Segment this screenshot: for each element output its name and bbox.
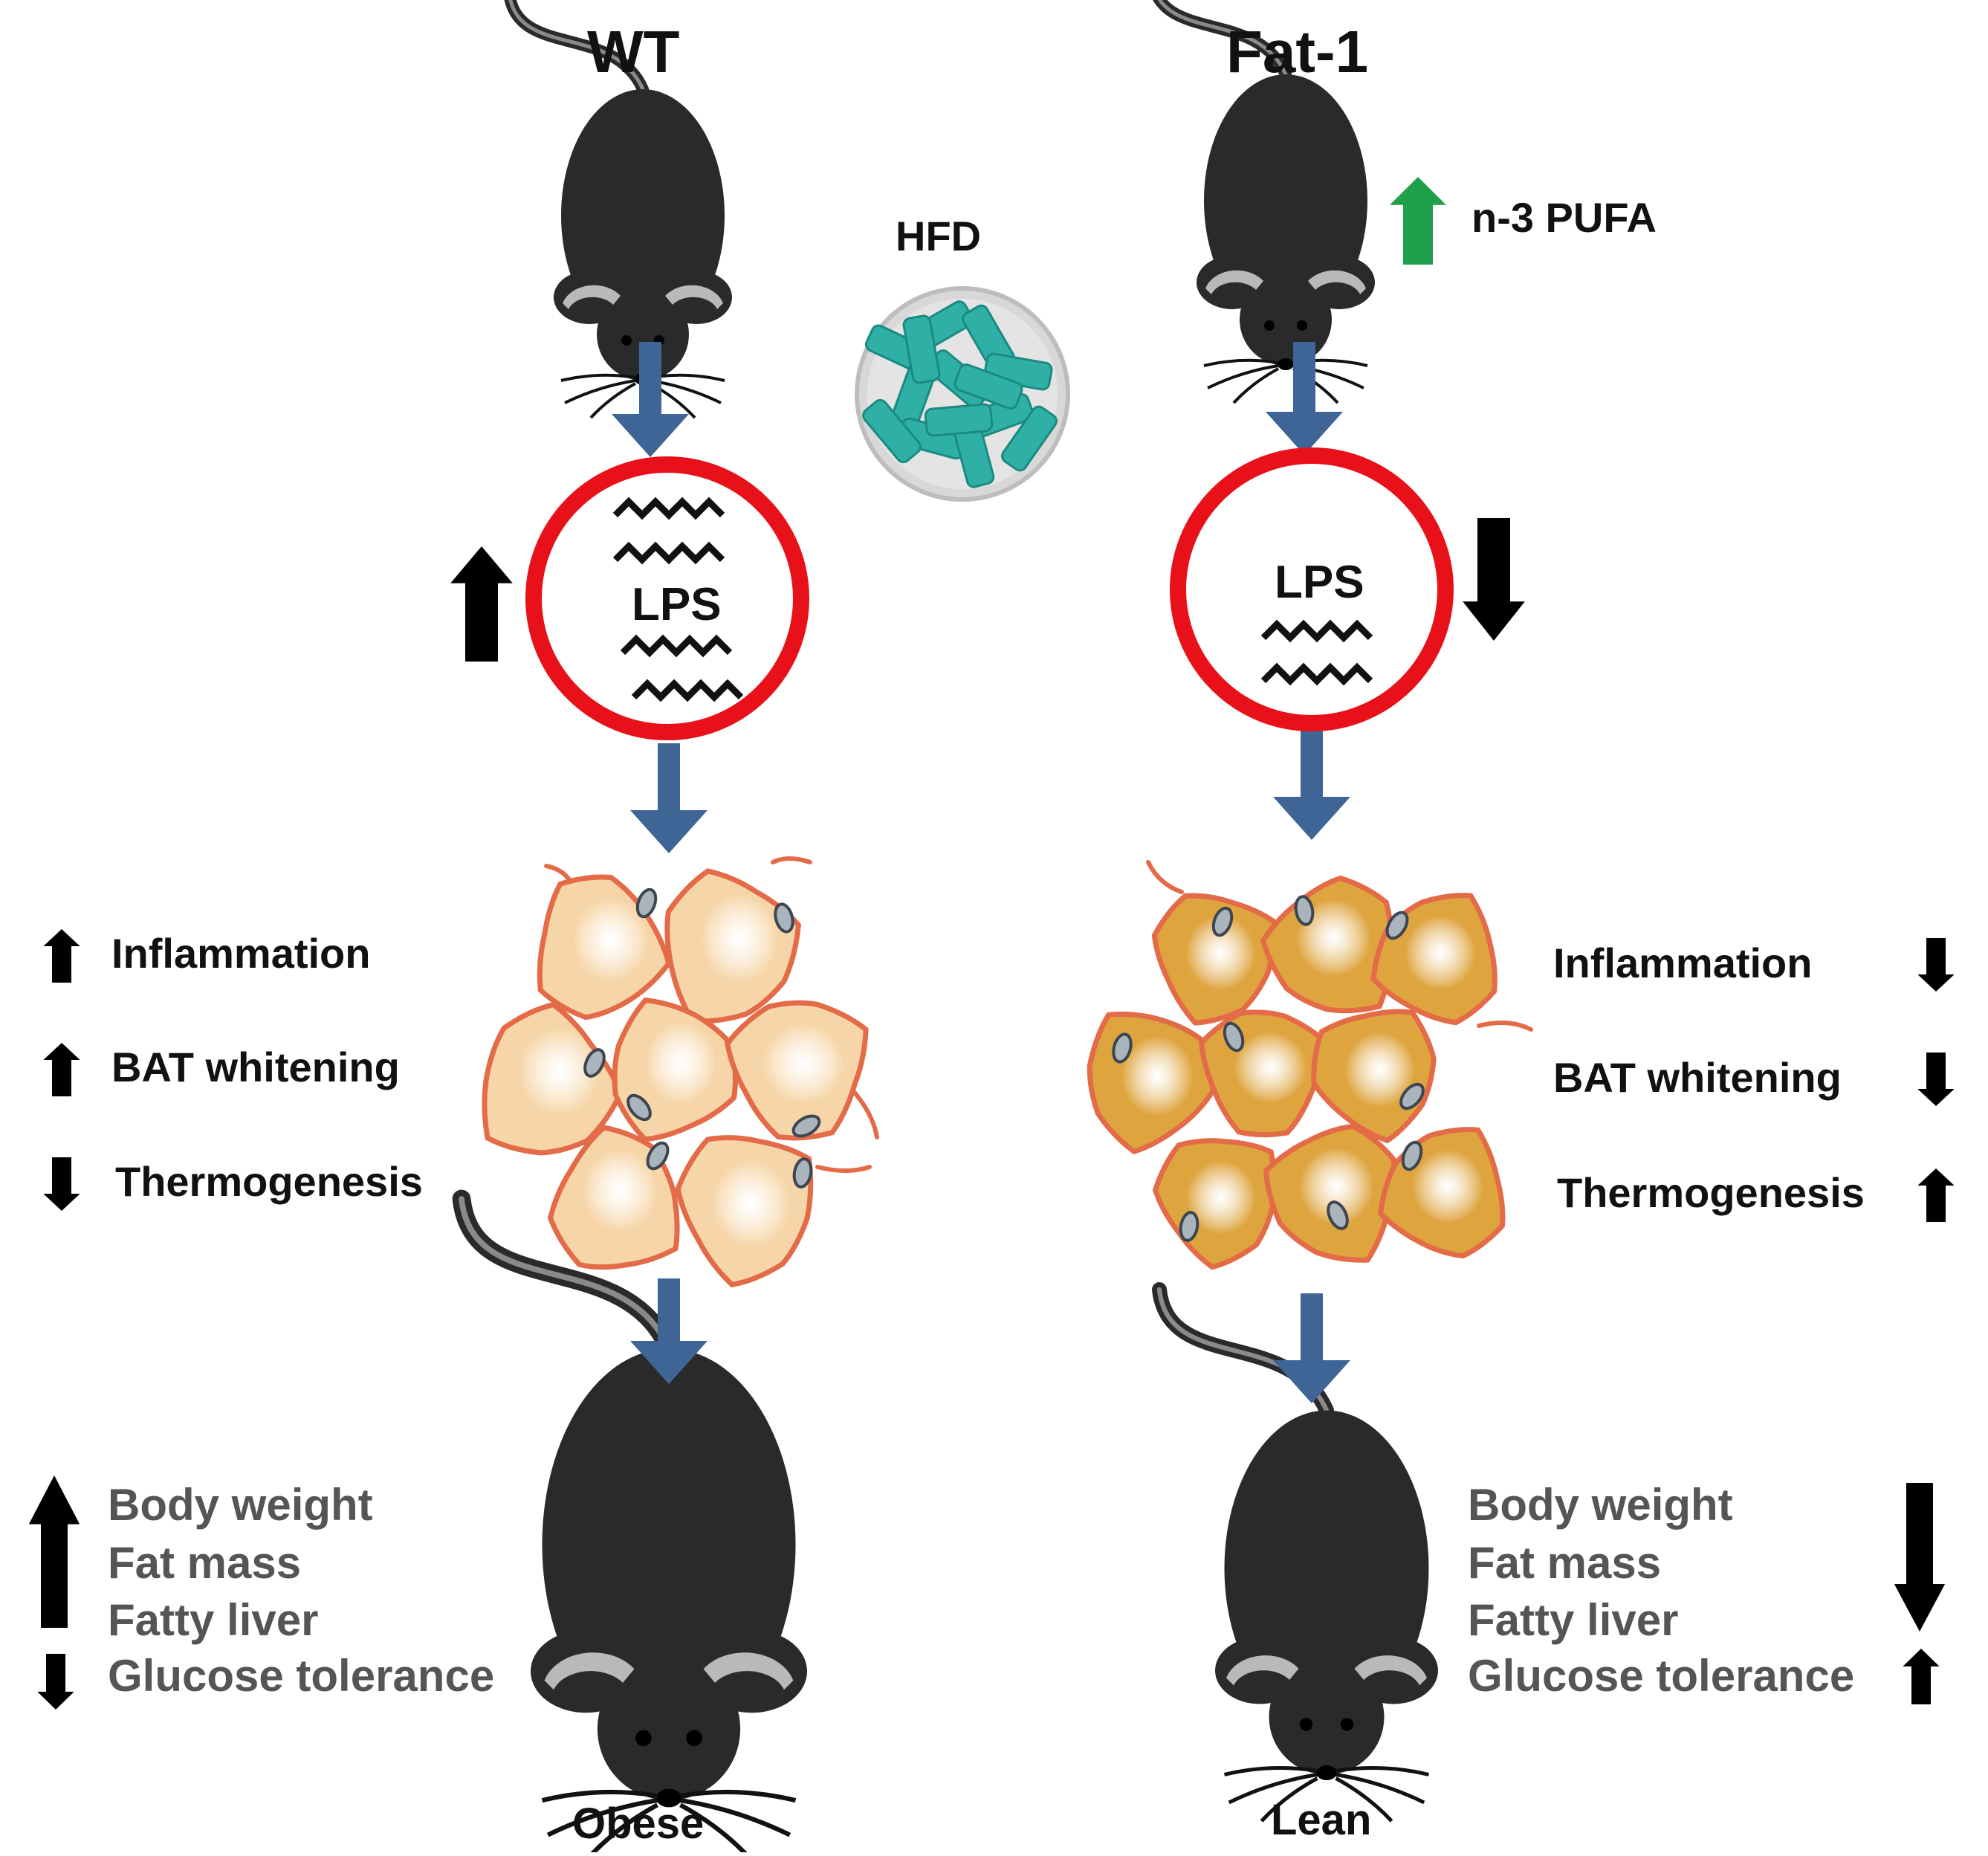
fat1-outcome-fat-mass: Fat mass xyxy=(1468,1538,1662,1588)
fat1-effect-thermogenesis: Thermogenesis xyxy=(1557,1169,1865,1216)
wt-lps-label: LPS xyxy=(632,579,722,630)
fat1-group-title: Fat-1 xyxy=(1226,19,1369,85)
fat1-outcome-fatty-liver: Fatty liver xyxy=(1468,1595,1679,1645)
wt-outcomes-arrow-icon xyxy=(28,1475,80,1628)
wt-flow-arrow-2 xyxy=(630,743,708,853)
fat1-lps-change-arrow-icon xyxy=(1463,518,1525,641)
lps-wave-icon xyxy=(612,541,725,565)
hfd-label: HFD xyxy=(896,213,982,259)
wt-gut-circle-icon xyxy=(525,456,809,740)
wt-lps-change-arrow-icon xyxy=(450,546,513,662)
fat1-effect-bat-whitening: BAT whitening xyxy=(1553,1054,1842,1101)
fat1-glucose-arrow-icon xyxy=(1903,1649,1940,1704)
lps-wave-icon xyxy=(620,634,733,658)
fat1-flow-arrow-1 xyxy=(1266,342,1343,455)
lps-wave-icon xyxy=(1260,662,1373,686)
obese-mouse-icon xyxy=(462,1199,807,1852)
fat1-effect-inflammation: Inflammation xyxy=(1553,940,1813,986)
fat1-adipocyte-cluster-icon xyxy=(1087,860,1533,1270)
fat1-outcomes-arrow-icon xyxy=(1894,1483,1946,1632)
fat1-effect-0-arrow-icon xyxy=(1917,938,1955,992)
pufa-up-arrow-icon xyxy=(1390,177,1446,265)
wt-glucose-arrow-icon xyxy=(37,1654,74,1710)
fat1-outcome-body-weight: Body weight xyxy=(1468,1480,1733,1530)
wt-effect-1-arrow-icon xyxy=(43,1043,80,1096)
wt-result-label: Obese xyxy=(572,1800,705,1848)
fat1-effect-2-arrow-icon xyxy=(1917,1168,1955,1222)
wt-outcome-fat-mass: Fat mass xyxy=(108,1538,302,1588)
fat1-result-label: Lean xyxy=(1271,1796,1372,1844)
wt-adipocyte-cluster-icon xyxy=(482,856,879,1288)
fat1-gut-circle-icon xyxy=(1170,447,1454,731)
fat1-lps-label: LPS xyxy=(1275,557,1364,608)
fat1-flow-arrow-3 xyxy=(1273,1293,1350,1403)
wt-effect-thermogenesis: Thermogenesis xyxy=(115,1158,423,1205)
pufa-label: n-3 PUFA xyxy=(1471,194,1657,241)
lps-wave-icon xyxy=(631,679,744,702)
fat1-flow-arrow-2 xyxy=(1273,728,1350,840)
wt-group-title: WT xyxy=(587,19,680,85)
wt-effect-0-arrow-icon xyxy=(43,929,80,983)
wt-effect-bat-whitening: BAT whitening xyxy=(111,1044,400,1090)
wt-outcome-fatty-liver: Fatty liver xyxy=(108,1595,319,1645)
wt-effect-inflammation: Inflammation xyxy=(111,930,371,977)
wt-outcome-body-weight: Body weight xyxy=(108,1480,373,1530)
wt-outcome-glucose-tolerance: Glucose tolerance xyxy=(108,1651,495,1701)
wt-effect-2-arrow-icon xyxy=(43,1157,80,1211)
lps-wave-icon xyxy=(612,497,725,520)
wt-flow-arrow-1 xyxy=(612,342,689,457)
lps-wave-icon xyxy=(1260,619,1373,643)
wt-flow-arrow-3 xyxy=(630,1278,708,1384)
hfd-pellet-dish-icon xyxy=(855,286,1070,502)
fat1-outcome-glucose-tolerance: Glucose tolerance xyxy=(1468,1651,1855,1701)
fat1-effect-1-arrow-icon xyxy=(1917,1053,1955,1106)
